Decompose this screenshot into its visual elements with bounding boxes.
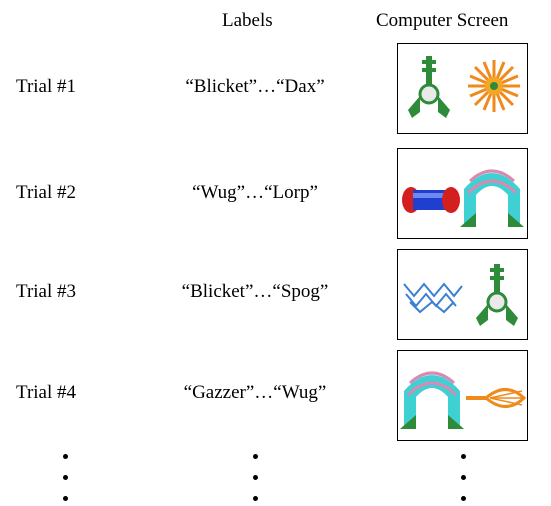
trial-3-labels: “Blicket”…“Spog” <box>181 281 329 302</box>
orange-whisk-object <box>466 388 526 408</box>
trial-4-labels: “Gazzer”…“Wug” <box>183 382 327 403</box>
cyan-arch-object <box>400 371 464 429</box>
cyan-arch-object <box>460 169 524 227</box>
continuation-dot <box>461 454 466 459</box>
trial-2-name: Trial #2 <box>16 182 77 203</box>
continuation-dot <box>63 475 68 480</box>
continuation-dot <box>461 475 466 480</box>
trial-1-labels: “Blicket”…“Dax” <box>185 76 325 97</box>
continuation-dot <box>253 454 258 459</box>
trial-1-screen <box>397 43 528 134</box>
continuation-dot <box>253 496 258 501</box>
header-computer-screen: Computer Screen <box>376 10 509 31</box>
trial-2-screen <box>397 148 528 239</box>
blue-zigzag-object <box>403 282 463 314</box>
green-figure-object <box>476 264 518 326</box>
trial-4-name: Trial #4 <box>16 382 77 403</box>
trial-1-name: Trial #1 <box>16 76 77 97</box>
trial-3-screen <box>397 249 528 340</box>
continuation-dot <box>63 454 68 459</box>
trial-2-labels: “Wug”…“Lorp” <box>192 182 318 203</box>
continuation-dot <box>461 496 466 501</box>
orange-sunburst-object <box>468 60 520 112</box>
green-figure-object <box>408 56 450 118</box>
trial-4-screen <box>397 350 528 441</box>
red-blue-tube-object <box>402 187 460 213</box>
trial-3-name: Trial #3 <box>16 281 77 302</box>
header-labels: Labels <box>222 10 273 31</box>
continuation-dot <box>63 496 68 501</box>
continuation-dot <box>253 475 258 480</box>
